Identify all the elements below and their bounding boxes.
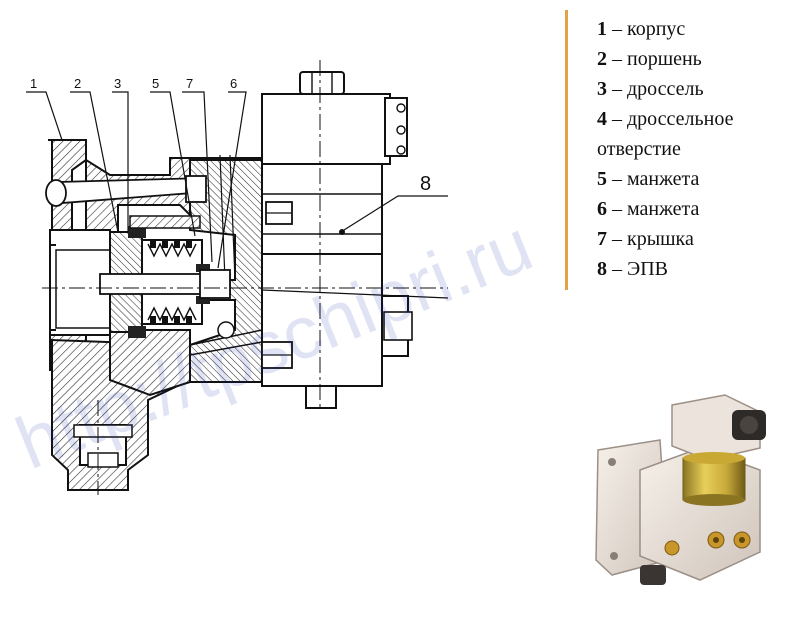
legend-item-1: 1 – корпус	[597, 14, 797, 44]
legend-text: – поршень	[607, 48, 702, 70]
electro-pneumatic-valve	[42, 60, 448, 495]
legend-item-6: 6 – манжета	[597, 194, 797, 224]
legend-number: 6	[597, 198, 607, 220]
legend-item-2: 2 – поршень	[597, 44, 797, 74]
legend-text: – манжета	[607, 198, 700, 220]
legend-item-8: 8 – ЭПВ	[597, 254, 797, 284]
legend-number: 1	[597, 18, 607, 40]
legend-number: 3	[597, 78, 607, 100]
legend-item-5: 5 – манжета	[597, 164, 797, 194]
legend-item-3: 3 – дроссель	[597, 74, 797, 104]
legend-number: 4	[597, 108, 607, 130]
callout-2: 2	[74, 76, 81, 91]
parts-legend: 1 – корпус 2 – поршень 3 – дроссель 4 – …	[597, 14, 797, 284]
callout-leaders	[26, 91, 449, 299]
legend-text: – дроссель	[607, 78, 704, 100]
callout-1: 1	[30, 76, 37, 91]
legend-divider	[565, 10, 568, 290]
callout-8: 8	[420, 173, 431, 195]
callout-3: 3	[114, 76, 121, 91]
legend-text: – ЭПВ	[607, 258, 668, 280]
legend-text: – манжета	[607, 168, 700, 190]
legend-text: – крышка	[607, 228, 694, 250]
legend-number: 5	[597, 168, 607, 190]
legend-text: – дроссельное отверстие	[597, 108, 734, 160]
legend-text: – корпус	[607, 18, 686, 40]
legend-number: 7	[597, 228, 607, 250]
piston-assembly	[99, 215, 231, 338]
legend-number: 2	[597, 48, 607, 70]
callout-7: 7	[186, 76, 193, 91]
callout-6: 6	[230, 76, 237, 91]
device-photo	[595, 394, 766, 585]
legend-item-7: 7 – крышка	[597, 224, 797, 254]
callout-5: 5	[152, 76, 159, 91]
legend-item-4: 4 – дроссельное отверстие	[597, 104, 797, 164]
legend-number: 8	[597, 258, 607, 280]
